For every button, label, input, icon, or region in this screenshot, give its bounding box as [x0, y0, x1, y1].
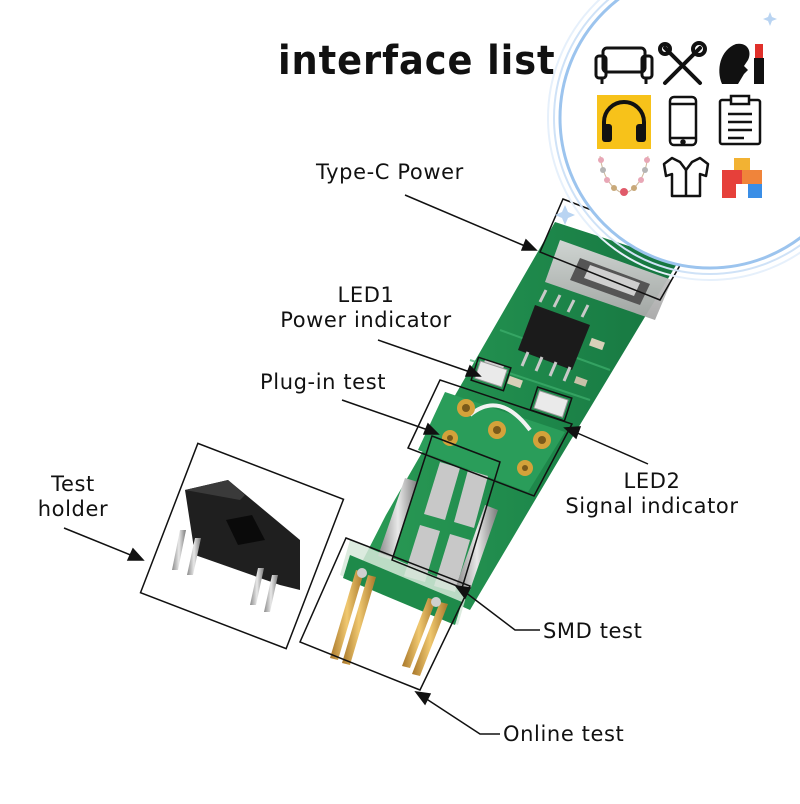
led1-label: LED1 Power indicator — [260, 283, 472, 333]
led2-component — [533, 390, 569, 418]
necklace-icon — [598, 155, 650, 196]
beauty-lipstick-icon — [719, 43, 764, 84]
led1-label-line2: Power indicator — [280, 308, 452, 332]
online-test-label: Online test — [503, 722, 625, 746]
page-title: interface list — [278, 38, 556, 84]
test-holder-label-line2: holder — [37, 497, 109, 521]
smartphone-icon — [668, 95, 698, 147]
clipboard-icon — [718, 94, 762, 146]
plug-in-test-label: Plug-in test — [260, 370, 387, 394]
plug-in-frame — [406, 379, 574, 497]
category-badge — [547, 0, 800, 281]
headphones-icon — [597, 95, 651, 149]
led2-label-line2: Signal indicator — [565, 494, 739, 518]
led1-component — [474, 360, 508, 388]
led2-label-line1: LED2 — [623, 469, 681, 493]
ic-chip — [518, 289, 590, 382]
test-holder-frame — [139, 442, 345, 650]
test-holder-label-line1: Test — [51, 472, 95, 496]
leader-lines — [63, 194, 649, 735]
spring-probes — [378, 478, 498, 590]
online-test-board — [330, 540, 468, 676]
tools-icon — [658, 41, 707, 85]
led2-label: LED2 Signal indicator — [552, 469, 752, 519]
smd-test-label: SMD test — [543, 619, 643, 643]
sofa-icon — [594, 46, 654, 84]
type-c-power-label: Type-C Power — [316, 160, 464, 184]
shirt-icon — [662, 156, 710, 198]
led1-frame — [470, 356, 512, 392]
online-frame — [298, 537, 472, 691]
test-holder-label: Test holder — [30, 472, 116, 522]
building-blocks-icon — [722, 158, 762, 198]
plug-in-socket — [418, 392, 565, 492]
led1-label-line1: LED1 — [337, 283, 395, 307]
test-holder-part — [172, 480, 300, 612]
